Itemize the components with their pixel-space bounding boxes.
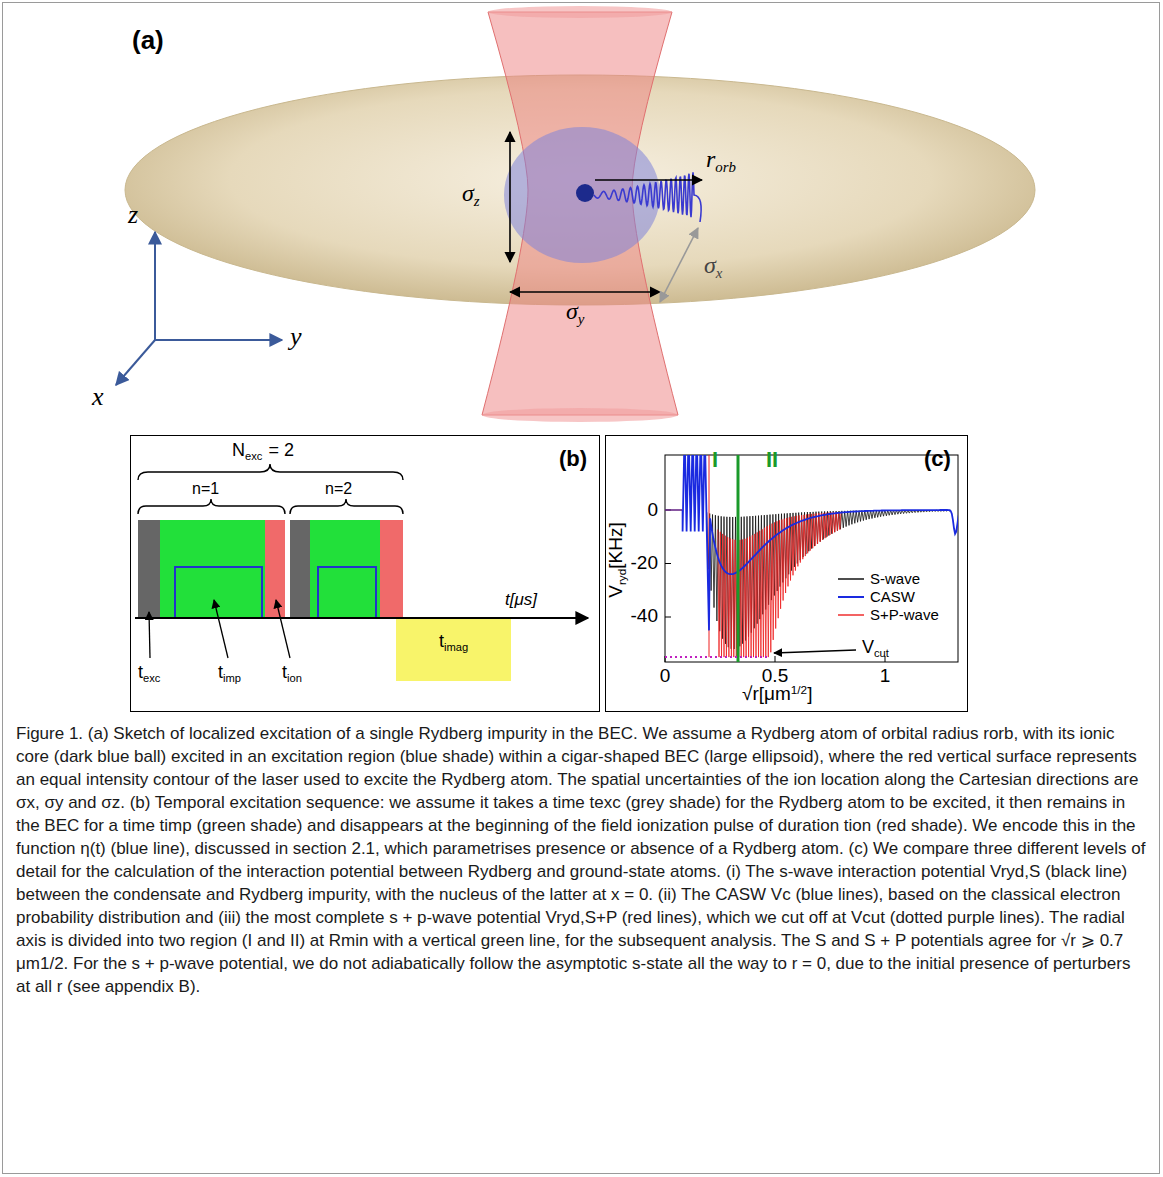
legend-text: CASW [870, 588, 915, 605]
leader-arrow [774, 650, 856, 653]
axis-label: x [92, 382, 104, 412]
count-value: = 2 [268, 440, 294, 460]
label-subscript: imag [444, 641, 468, 653]
laser-beam [482, 12, 678, 415]
sigma-subscript: y [578, 311, 585, 327]
math-label: texc [138, 662, 160, 685]
math-label: tion [282, 662, 302, 685]
legend-sample [838, 596, 864, 598]
cutoff-symbol: V [862, 637, 874, 657]
radius-arrow [595, 179, 702, 181]
time-subscript: exc [143, 672, 160, 684]
eta-function [175, 567, 376, 618]
laser-cap [482, 408, 678, 422]
time-symbol: t [218, 662, 223, 682]
electron-wave [594, 172, 701, 222]
tick-label: 1 [880, 665, 891, 687]
imaging-box: timag [396, 619, 511, 681]
axis-label: z [128, 200, 138, 230]
figure-caption: Figure 1. (a) Sketch of localized excita… [16, 722, 1146, 998]
time-symbol: t [138, 662, 143, 682]
vcut-line [665, 656, 768, 658]
panel-box: (b)timag [130, 435, 600, 712]
y-axis-unit: [KHz] [605, 522, 626, 568]
math-label: σx [704, 252, 722, 282]
sigma-symbol: σ [462, 180, 474, 206]
curve [683, 455, 958, 630]
region-label: II [766, 447, 778, 472]
panel-letter: (b) [559, 446, 587, 471]
sigma-arrow [660, 228, 698, 302]
ion-core [576, 184, 594, 202]
math-label: Nexc = 2 [232, 440, 294, 463]
brace [138, 499, 285, 514]
sigma-subscript: z [474, 193, 480, 209]
x-axis-bracket: ] [807, 683, 812, 704]
cutoff-subscript: cut [874, 647, 889, 659]
impurity-block [310, 520, 380, 618]
ionization-block [265, 520, 285, 618]
cycle-label: n=1 [192, 480, 219, 498]
leader-arrow [214, 600, 228, 658]
math-label: √r[μm1/2] [742, 683, 812, 705]
time-subscript: imp [223, 672, 241, 684]
axis-arrow [154, 232, 156, 340]
legend-text: S-wave [870, 570, 920, 587]
y-axis-title: V [605, 585, 626, 598]
radius-symbol: r [706, 146, 715, 172]
box-label: timag [439, 631, 468, 654]
axis-arrow [155, 339, 282, 341]
brace [290, 499, 403, 514]
legend-sample [838, 614, 864, 615]
curve [665, 509, 683, 511]
math-label: Vcut [862, 637, 889, 660]
legend-text: S+P-wave [870, 606, 939, 623]
excitation-block [290, 520, 310, 618]
region-label: I [712, 447, 718, 472]
excitation-block [138, 520, 160, 618]
tick-label: 0 [660, 665, 671, 687]
cycle-label: n=2 [325, 480, 352, 498]
math-label: rorb [706, 146, 736, 176]
time-axis [135, 617, 588, 619]
laser-cap [488, 6, 672, 18]
label-symbol: t [439, 631, 444, 651]
brace [138, 464, 403, 480]
panel-letter: (a) [132, 26, 164, 56]
axis-label: y [290, 322, 302, 352]
tick-label: -20 [631, 552, 658, 574]
count-symbol: N [232, 440, 245, 460]
tick-label: 0 [647, 499, 658, 521]
tick-label: -40 [631, 605, 658, 627]
legend-sample [838, 578, 864, 579]
radius-subscript: orb [715, 159, 736, 175]
time-subscript: ion [287, 672, 302, 684]
leader-arrow [276, 600, 290, 658]
panel-letter: (c) [924, 446, 951, 471]
sigma-arrow [509, 132, 511, 262]
sigma-symbol: σ [566, 298, 578, 324]
axis-arrow [116, 340, 155, 385]
math-label: σz [462, 180, 480, 210]
figure-frame [3, 3, 1160, 1174]
time-symbol: t [282, 662, 287, 682]
count-subscript: exc [245, 450, 262, 462]
potential-curves [665, 455, 958, 657]
x-axis-exponent: 1/2 [791, 683, 807, 696]
tick-marks [665, 510, 885, 662]
leader-arrow [149, 612, 150, 658]
math-label: σy [566, 298, 584, 328]
time-axis-label: t[μs] [505, 590, 537, 610]
math-label: Vryd[KHz] [605, 522, 629, 598]
math-label: timp [218, 662, 241, 685]
ionization-block [380, 520, 403, 618]
sigma-subscript: x [716, 265, 723, 281]
sigma-symbol: σ [704, 252, 716, 278]
rmin-line [737, 455, 740, 662]
x-axis-title: √r[μm [742, 683, 791, 704]
y-axis-subscript: ryd [615, 569, 628, 585]
sigma-arrow [510, 291, 660, 293]
